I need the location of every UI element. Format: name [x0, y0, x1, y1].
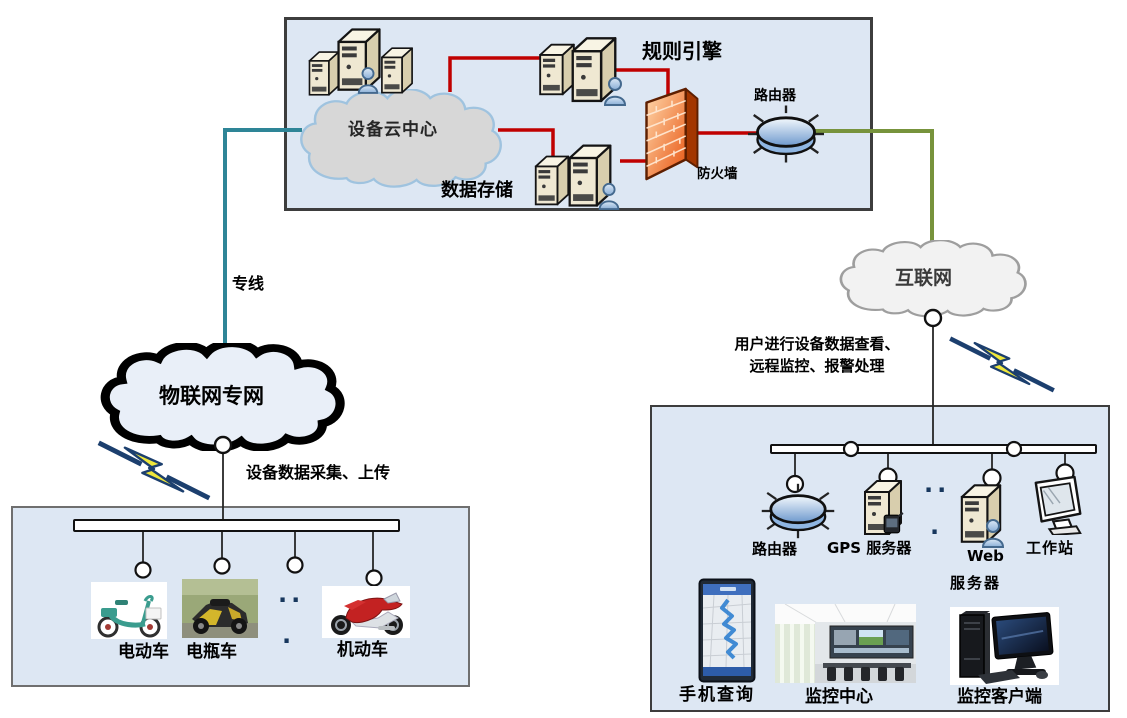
rule-engine-label: 规则引擎	[642, 39, 722, 63]
router-icon	[760, 482, 836, 540]
router-label: 路由器	[754, 88, 796, 104]
phone-query-label: 手机查询	[679, 685, 755, 705]
data-storage-label: 数据存储	[441, 180, 513, 201]
firewall-icon	[645, 87, 699, 181]
web-server-label-line2: 服务器	[950, 574, 1002, 592]
monitoring-client-image	[950, 607, 1059, 685]
monitoring-router-label: 路由器	[752, 540, 798, 558]
firewall-label: 防火墙	[697, 166, 738, 182]
vehicle-ellipsis-top: ..	[278, 580, 305, 608]
server-icon	[381, 47, 413, 94]
monitoring-center-image	[775, 604, 916, 683]
scooter-image	[182, 579, 258, 638]
vehicle-bus-bar	[73, 519, 400, 532]
iot-private-cloud-label: 物联网专网	[159, 384, 264, 408]
gps-device-icon	[883, 512, 904, 534]
monitoring-client-label: 监控客户端	[957, 687, 1042, 707]
wireless-bolt-icon	[943, 334, 1061, 394]
user-icon	[357, 67, 379, 94]
dedicated-line-label: 专线	[232, 274, 265, 293]
workstation-icon	[1034, 475, 1082, 535]
electric-bike-image	[91, 582, 167, 639]
device-cloud-label: 设备云中心	[348, 120, 438, 140]
router-icon	[748, 104, 824, 164]
phone-map-image	[698, 578, 756, 683]
workstation-label: 工作站	[1026, 539, 1075, 557]
gps-server-label: GPS 服务器	[827, 539, 912, 557]
user-action-text: 用户进行设备数据查看、 远程监控、报警处理	[700, 333, 934, 377]
user-icon	[598, 182, 620, 210]
vehicle-ellipsis-bottom: .	[282, 621, 296, 649]
device-ellipsis-bottom: .	[930, 512, 944, 540]
wireless-bolt-icon	[95, 438, 213, 502]
user-action-line1: 用户进行设备数据查看、	[734, 335, 900, 353]
device-ellipsis-top: ..	[924, 470, 951, 498]
upload-label: 设备数据采集、上传	[246, 463, 391, 482]
vehicle-label-scooter: 电瓶车	[186, 642, 237, 662]
user-icon	[982, 519, 1004, 548]
web-server-label-line1: Web	[967, 547, 1004, 565]
monitoring-center-label: 监控中心	[805, 687, 873, 707]
monitoring-bus-bar	[770, 444, 1097, 454]
vehicle-label-ebike: 电动车	[118, 642, 169, 662]
user-icon	[604, 77, 626, 106]
vehicle-label-motorcycle: 机动车	[337, 640, 388, 660]
user-action-line2: 远程监控、报警处理	[749, 357, 885, 375]
motorcycle-image	[322, 586, 410, 638]
internet-cloud-label: 互联网	[895, 267, 953, 289]
